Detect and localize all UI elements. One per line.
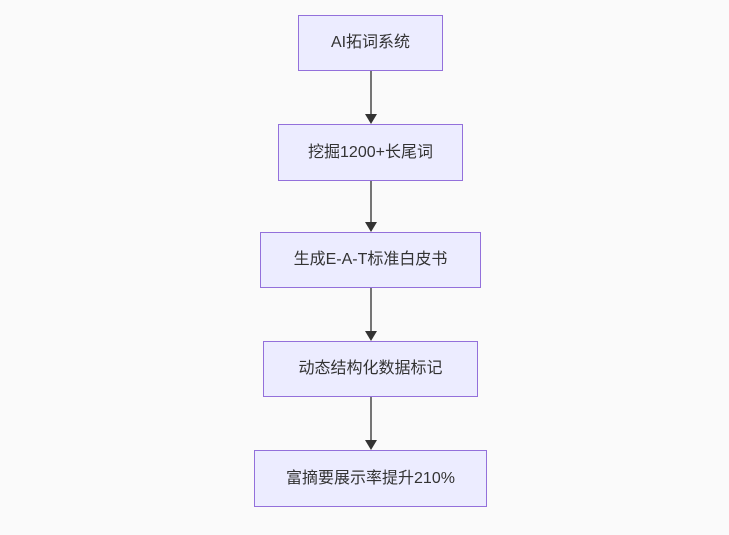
flowchart-node-eat-whitepaper: 生成E-A-T标准白皮书 <box>260 232 481 288</box>
arrowhead-down-icon <box>365 222 377 232</box>
arrowhead-down-icon <box>365 114 377 124</box>
edge-connector-4 <box>365 397 377 450</box>
node-label: AI拓词系统 <box>330 34 411 52</box>
flowchart-node-longtail-keywords: 挖掘1200+长尾词 <box>278 124 463 181</box>
edge-connector-2 <box>365 181 377 232</box>
node-label: 生成E-A-T标准白皮书 <box>293 251 448 269</box>
edge-connector-3 <box>365 288 377 341</box>
arrow-line <box>370 288 372 331</box>
flowchart-node-ai-word-system: AI拓词系统 <box>298 15 443 71</box>
flowchart-node-rich-snippet-rate: 富摘要展示率提升210% <box>254 450 487 507</box>
arrowhead-down-icon <box>365 440 377 450</box>
edge-connector-1 <box>365 71 377 124</box>
arrow-line <box>370 71 372 114</box>
node-label: 动态结构化数据标记 <box>298 360 443 378</box>
arrow-line <box>370 181 372 222</box>
node-label: 富摘要展示率提升210% <box>286 469 455 487</box>
node-label: 挖掘1200+长尾词 <box>308 143 433 161</box>
arrowhead-down-icon <box>365 331 377 341</box>
flowchart-node-structured-data-markup: 动态结构化数据标记 <box>263 341 478 397</box>
arrow-line <box>370 397 372 440</box>
